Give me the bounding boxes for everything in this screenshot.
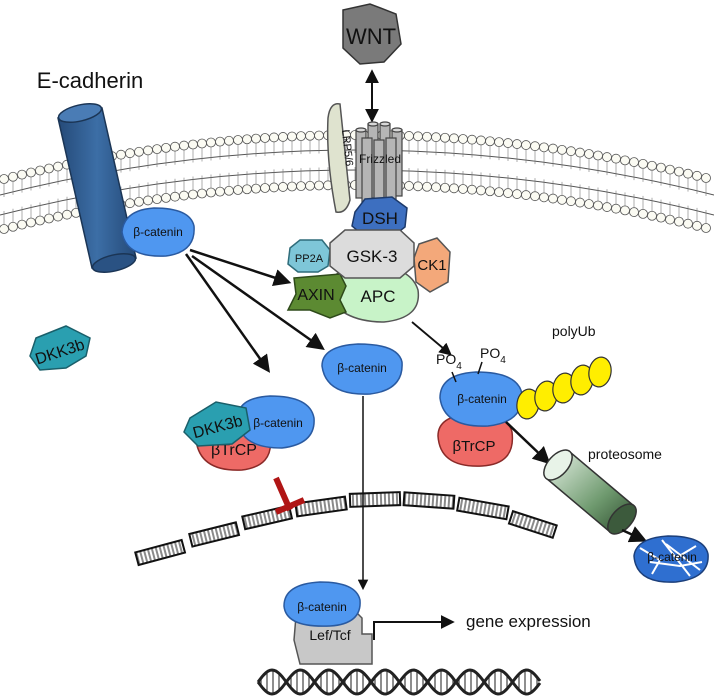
beta-catenin-cytosolic: β-catenin: [321, 343, 403, 395]
inhibition-symbol: [273, 476, 306, 515]
lrp5-6-receptor: LRP5/6: [326, 103, 355, 213]
ck1-protein: CK1: [413, 237, 451, 293]
axin-label: AXIN: [297, 287, 334, 304]
arrow-to-axin: [189, 248, 292, 286]
pp2a-label: PP2A: [295, 253, 324, 265]
beta-catenin-degraded: β-catenin: [633, 535, 709, 583]
dsh-label: DSH: [362, 209, 398, 228]
beta-catenin-label-nuclear: β-catenin: [297, 600, 347, 614]
phosphate-groups: PO4 PO4: [436, 345, 506, 383]
lrp-label: LRP5/6: [339, 129, 355, 167]
polyubiquitin-chain: [516, 356, 612, 420]
apc-label: APC: [361, 287, 396, 306]
e-cadherin-label: E-cadherin: [37, 68, 143, 93]
beta-catenin-label: β-catenin: [133, 225, 183, 239]
lef-tcf-label: Lef/Tcf: [309, 627, 350, 643]
gene-expression-label: gene expression: [466, 612, 591, 631]
beta-catenin-label-phospho: β-catenin: [457, 392, 507, 406]
dna-helix: [256, 668, 542, 696]
axin-protein: AXIN: [286, 273, 348, 319]
frizzled-label: Frizzled: [359, 152, 401, 166]
beta-catenin-label-left: β-catenin: [253, 416, 303, 430]
beta-catenin-complex-left: β-catenin: [237, 395, 315, 449]
proteosome: [543, 449, 637, 535]
e-cadherin-protein: [57, 103, 137, 273]
arrow-to-cytosolic-catenin: [191, 254, 325, 351]
arrow-to-dkk3b-complex: [184, 253, 271, 373]
po4-label-1: PO4: [436, 351, 462, 372]
gsk3-label: GSK-3: [346, 247, 397, 266]
arrow-to-phospho-catenin: [411, 321, 452, 356]
signaling-arrows: [184, 248, 452, 373]
pp2a-protein: PP2A: [287, 239, 331, 273]
beta-catenin-nuclear: β-catenin: [283, 581, 361, 627]
btrcp-label-left: βTrCP: [211, 442, 257, 459]
beta-catenin-phospho: β-catenin: [439, 371, 523, 427]
nuclear-envelope: [134, 491, 558, 567]
polyub-label: polyUb: [552, 323, 596, 339]
ck1-label: CK1: [417, 257, 446, 274]
dsh-protein: DSH: [351, 196, 408, 238]
gene-expression-arrow: [373, 615, 455, 640]
arrow-to-degraded: [621, 526, 648, 543]
dkk3b-free: DKK3b: [29, 325, 91, 371]
beta-catenin-membrane: β-catenin: [121, 207, 195, 257]
beta-catenin-label-cytosolic: β-catenin: [337, 361, 387, 375]
po4-label-2: PO4: [480, 345, 506, 366]
gsk3-protein: GSK-3: [329, 229, 415, 279]
dkk3b-complex: DKK3b: [183, 401, 251, 447]
wnt-label: WNT: [346, 24, 396, 49]
beta-catenin-label-degraded: β-catenin: [647, 550, 697, 564]
wnt-ligand: WNT: [342, 3, 402, 65]
btrcp-label-right: βTrCP: [452, 438, 495, 455]
proteosome-label: proteosome: [588, 446, 662, 462]
arrow-to-proteosome: [505, 421, 551, 465]
